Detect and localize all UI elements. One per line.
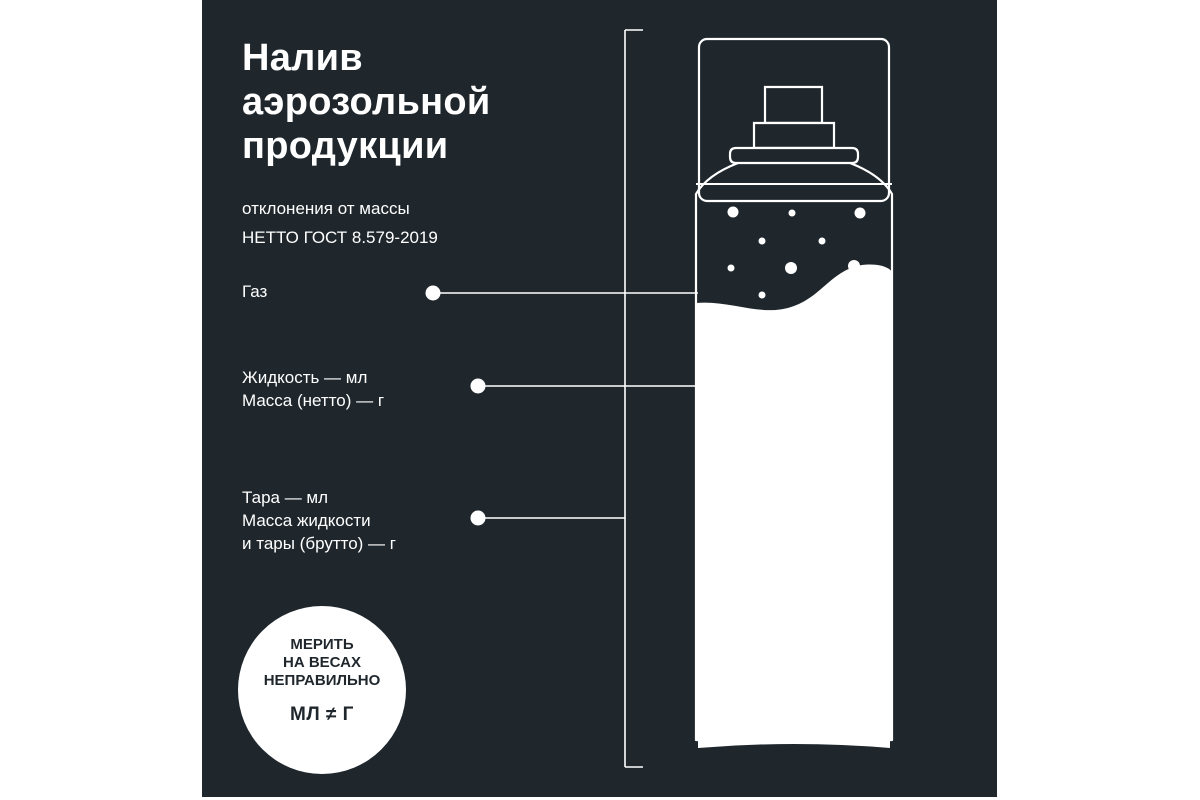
liquid-label: Жидкость — мл Масса (нетто) — г [242, 366, 384, 412]
liquid-leader-dot [470, 378, 486, 394]
gas-bubble [818, 237, 826, 245]
badge-text: МЕРИТЬ НА ВЕСАХ НЕПРАВИЛЬНО [238, 636, 406, 690]
gas-bubble [758, 291, 766, 299]
spray-nozzle [728, 85, 860, 165]
tare-label-line-3: и тары (брутто) — г [242, 534, 396, 553]
liquid-label-line-1: Жидкость — мл [242, 368, 368, 387]
gas-bubbles [727, 206, 866, 299]
gas-bubble [727, 206, 739, 218]
gas-bubble [788, 209, 796, 217]
tare-leader-dot [470, 510, 486, 526]
title-line-1: Налив [242, 37, 363, 79]
badge-formula: МЛ ≠ Г [290, 704, 354, 725]
gas-bubble [785, 262, 797, 274]
tare-label: Тара — мл Масса жидкости и тары (брутто)… [242, 486, 396, 555]
subtitle: отклонения от массы НЕТТО ГОСТ 8.579-201… [242, 194, 438, 252]
tare-label-line-2: Масса жидкости [242, 511, 371, 530]
can-base [698, 735, 890, 748]
gas-leader-dot [425, 285, 441, 301]
page-title: Налив аэрозольной продукции [242, 36, 491, 168]
can-cap-outline [697, 37, 891, 203]
title-line-2: аэрозольной [242, 81, 491, 123]
subtitle-line-2: НЕТТО ГОСТ 8.579-2019 [242, 228, 438, 247]
tare-label-line-1: Тара — мл [242, 488, 329, 507]
gas-bubble [854, 207, 866, 219]
liquid-fill [696, 264, 892, 740]
liquid-label-line-2: Масса (нетто) — г [242, 391, 385, 410]
gas-label-text: Газ [242, 282, 268, 301]
infographic-panel: Налив аэрозольной продукции отклонения о… [202, 0, 997, 797]
title-line-3: продукции [242, 125, 449, 167]
badge-line-2: НА ВЕСАХ [283, 654, 361, 671]
subtitle-line-1: отклонения от массы [242, 199, 410, 218]
badge-line-3: НЕПРАВИЛЬНО [263, 672, 381, 689]
gas-bubble [758, 237, 766, 245]
aerosol-can-icon [425, 29, 894, 768]
gas-bubble [727, 264, 735, 272]
warning-badge: МЕРИТЬ НА ВЕСАХ НЕПРАВИЛЬНО МЛ ≠ Г [238, 606, 406, 774]
gas-label: Газ [242, 280, 267, 303]
gas-bubble [848, 260, 860, 272]
badge-line-1: МЕРИТЬ [290, 636, 354, 653]
height-bracket [624, 29, 643, 768]
leader-lines [433, 292, 698, 519]
